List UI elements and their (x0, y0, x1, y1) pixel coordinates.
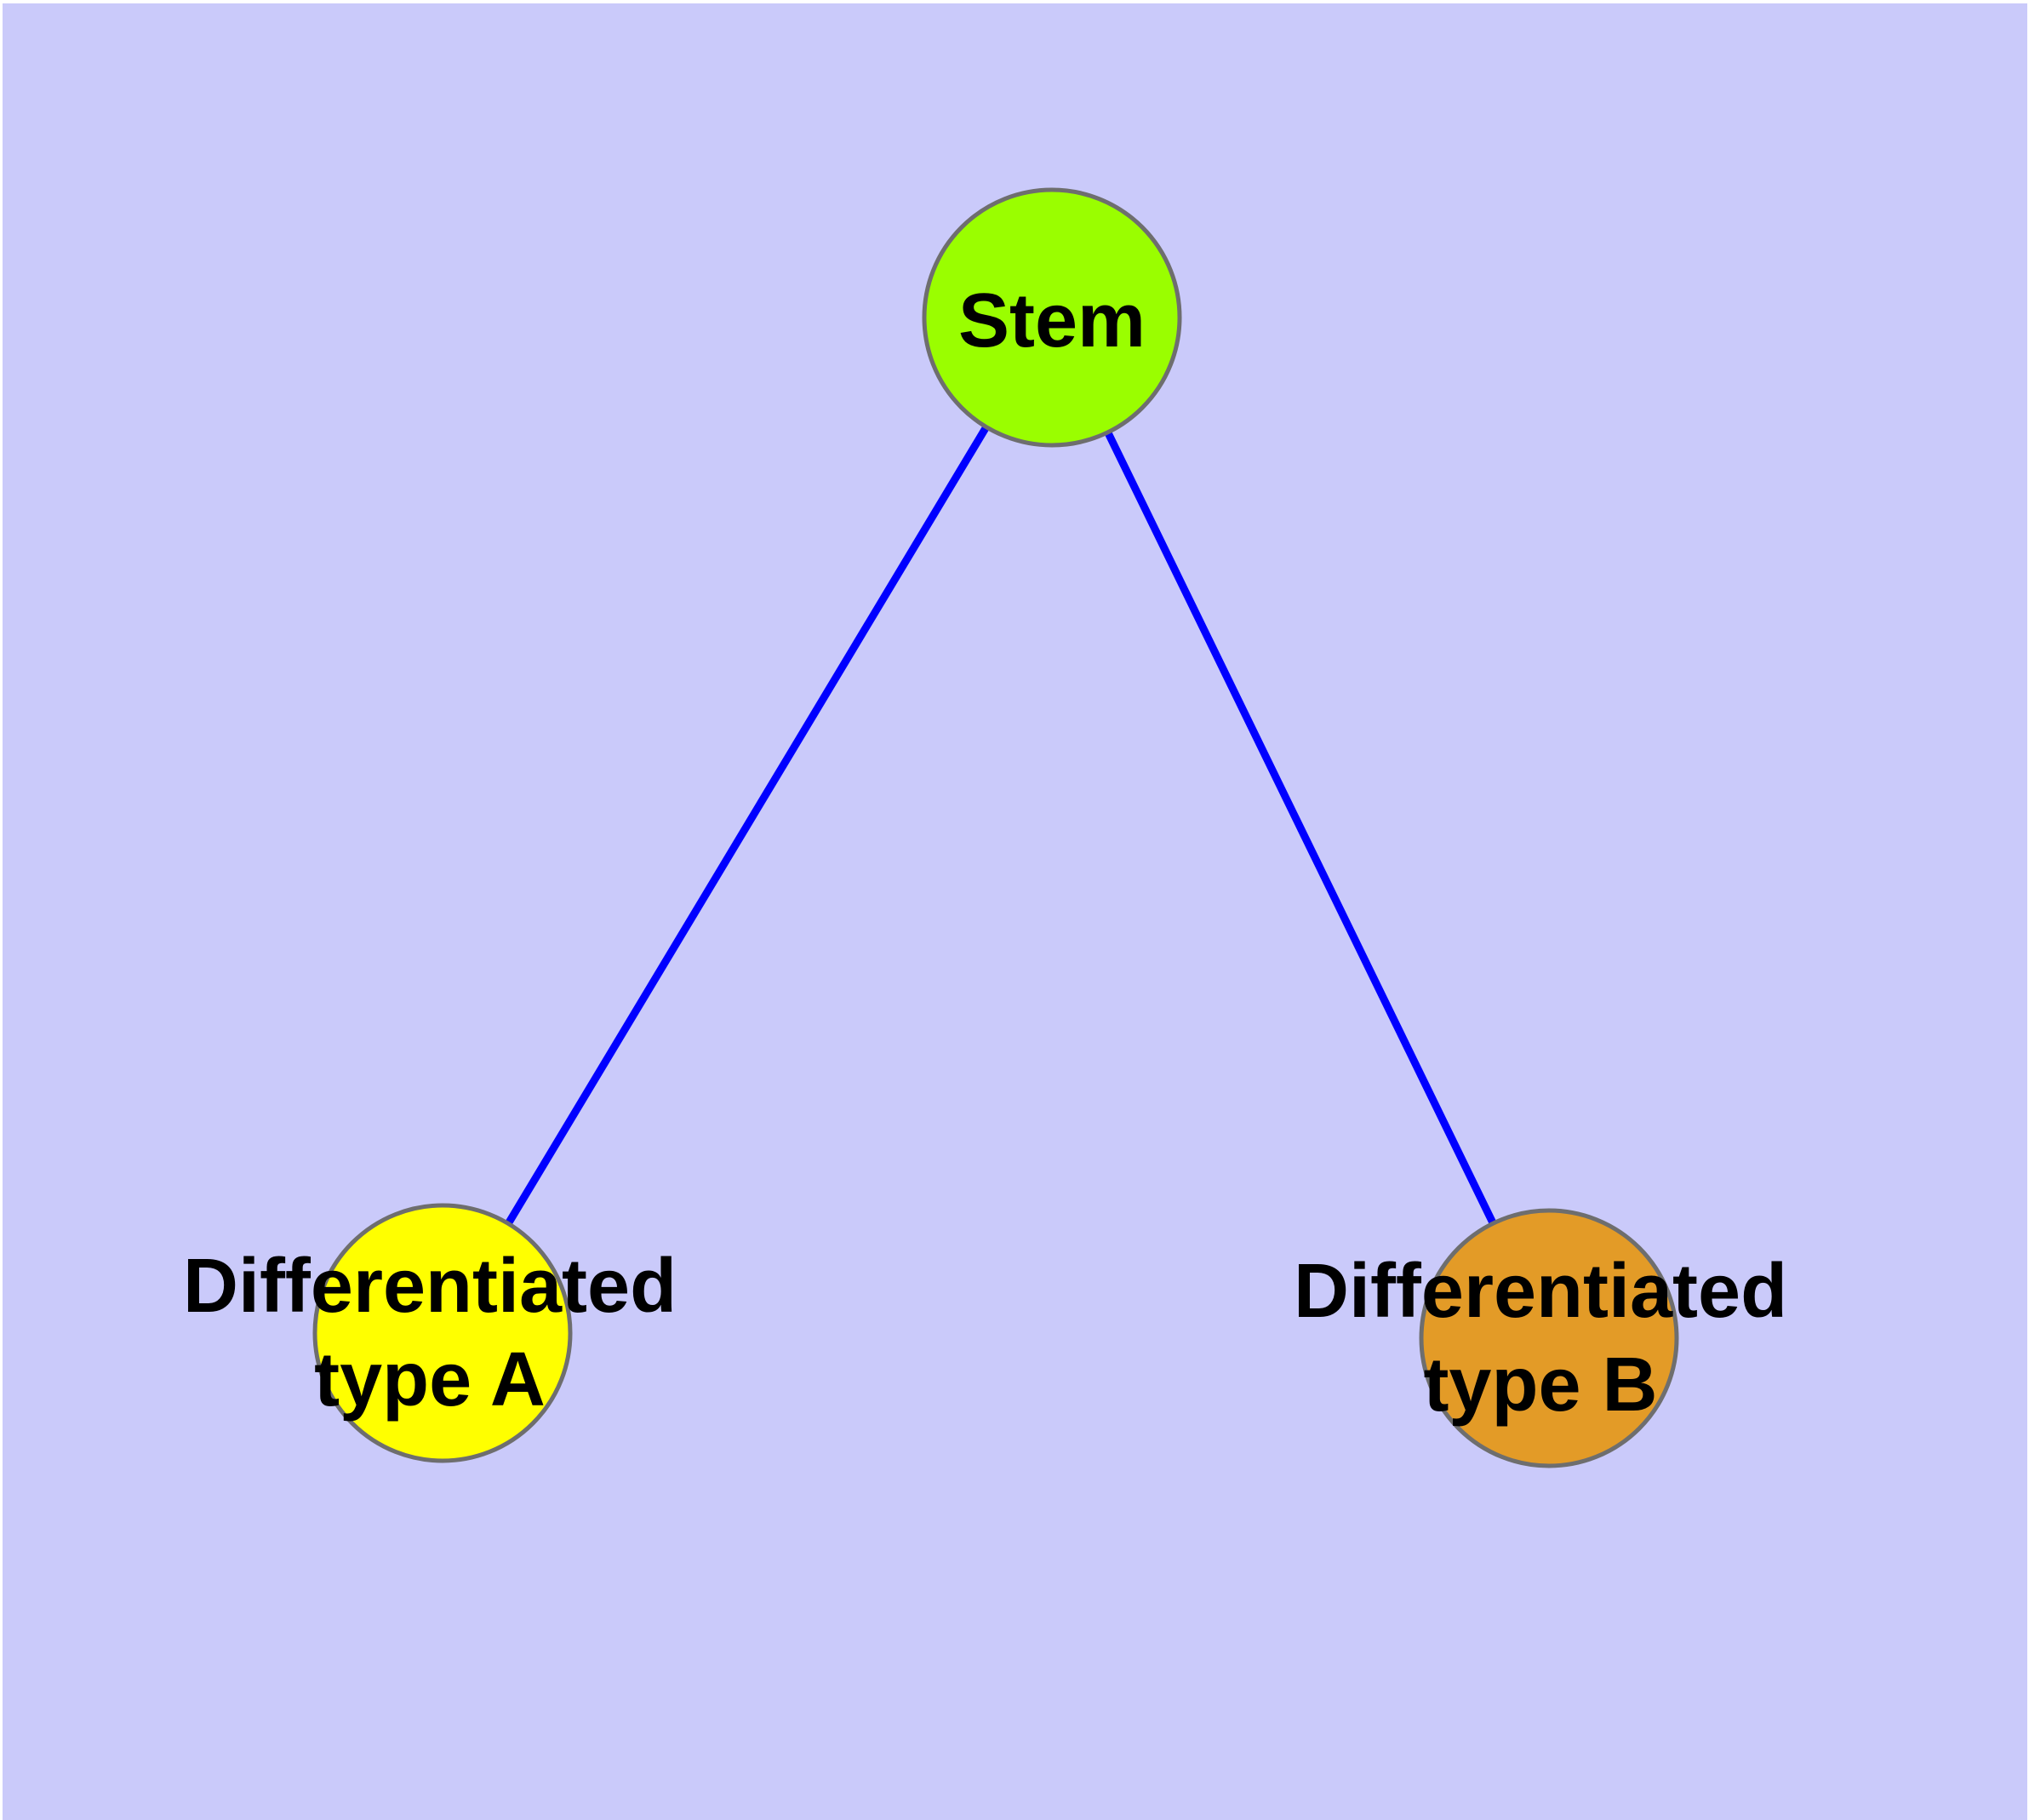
node-differentiated-type-a (312, 1203, 573, 1463)
node-stem (922, 187, 1182, 448)
edge-stem-to-type-a (439, 315, 1055, 1336)
edge-stem-to-type-b (1048, 316, 1553, 1340)
node-differentiated-type-b (1419, 1208, 1679, 1468)
